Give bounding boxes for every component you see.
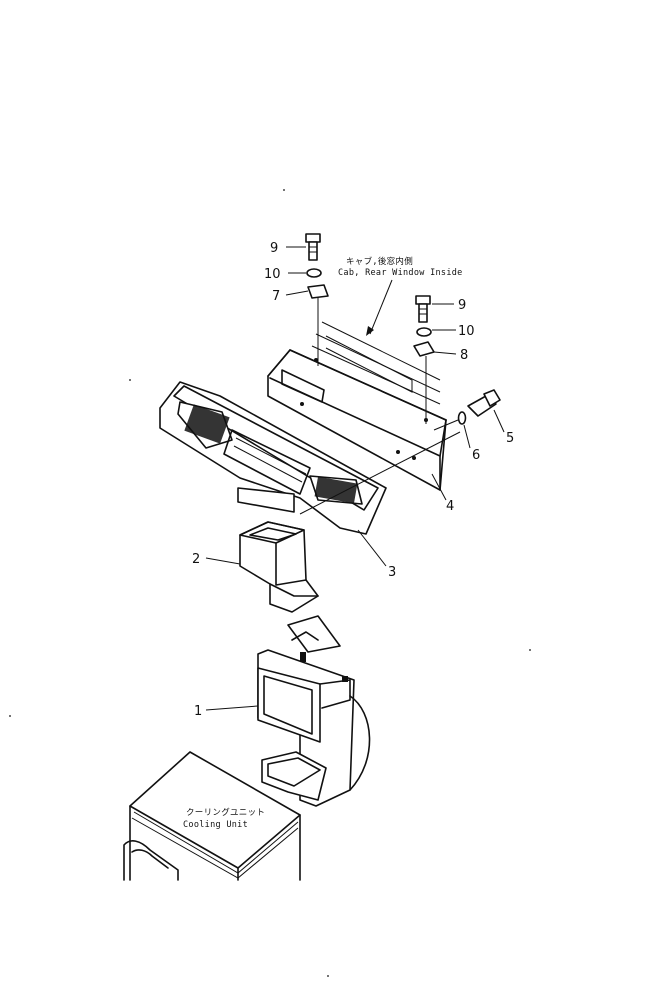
cooling-unit-label-jp: クーリングユニット [186, 807, 265, 818]
scan-specks [9, 189, 531, 977]
washer-top-right [416, 327, 432, 337]
callout-9-right: 9 [458, 298, 466, 313]
callout-6: 6 [472, 448, 480, 463]
callout-3: 3 [388, 565, 396, 580]
callout-5: 5 [506, 431, 514, 446]
duct-connector [239, 521, 319, 613]
callout-2: 2 [192, 552, 200, 567]
plate-left [307, 284, 329, 299]
bolt-top-left [305, 233, 321, 261]
cooling-unit-label-en: Cooling Unit [183, 820, 248, 830]
callout-10-right: 10 [458, 324, 475, 339]
callout-4: 4 [446, 499, 454, 514]
bolt-right [467, 389, 501, 417]
callout-1: 1 [194, 704, 202, 719]
callout-numbers: 9 10 7 9 10 8 5 6 4 3 2 1 [192, 241, 514, 719]
rear-window-note-jp: キャブ,後窓内側 [346, 256, 413, 267]
rear-window-note: キャブ,後窓内側 Cab, Rear Window Inside [338, 256, 463, 336]
callout-8: 8 [460, 348, 468, 363]
bolt-top-right [415, 295, 431, 323]
rear-window-outline [311, 321, 441, 405]
duct-lower [257, 615, 371, 807]
callout-9-left: 9 [270, 241, 278, 256]
vent-panel [159, 381, 387, 535]
rear-window-note-en: Cab, Rear Window Inside [338, 268, 463, 278]
plate-right [413, 341, 435, 357]
cooling-unit: クーリングユニット Cooling Unit [123, 751, 301, 881]
callout-7: 7 [272, 289, 280, 304]
bracket [267, 349, 447, 491]
washer-top-left [306, 268, 322, 278]
callout-leaders [205, 246, 505, 711]
callout-10-left: 10 [264, 267, 281, 282]
washer-right [457, 411, 467, 425]
